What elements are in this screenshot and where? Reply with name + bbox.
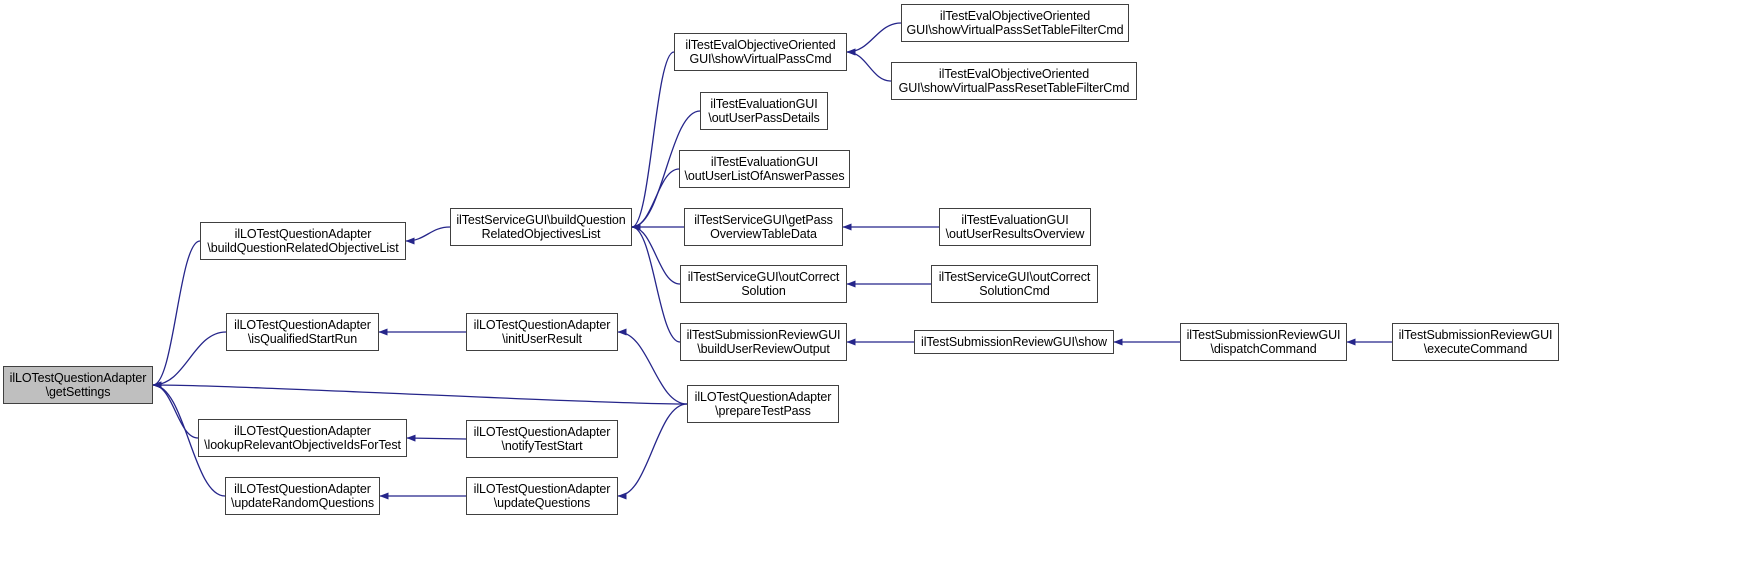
graph-edge-showVirtualPassResetTableFilterCmd-to-showVirtualPassCmd: [846, 48, 892, 82]
graph-edge-buildQuestionRelatedObjectiveList-to-getSettings: [152, 240, 201, 389]
graph-edge-outUserListOfAnswerPasses-to-buildQuestionRelatedObjectivesList: [631, 168, 680, 231]
graph-edge-outCorrectSolution-to-buildQuestionRelatedObjectivesList: [631, 223, 681, 285]
node-label-line2: \updateQuestions: [493, 496, 591, 510]
node-label-line1: ilLOTestQuestionAdapter: [234, 227, 372, 241]
node-label-line1: ilLOTestQuestionAdapter: [234, 482, 371, 496]
graph-node-buildUserReviewOutput[interactable]: ilTestSubmissionReviewGUI\buildUserRevie…: [680, 323, 847, 361]
graph-edge-prepareTestPass-to-getSettings: [152, 381, 688, 405]
node-label-line2: \executeCommand: [1423, 342, 1528, 356]
node-label-line1: ilTestEvalObjectiveOriented: [939, 9, 1091, 23]
node-label-line1: ilTestServiceGUI\outCorrect: [938, 270, 1091, 284]
node-label-line2: \dispatchCommand: [1210, 342, 1317, 356]
node-label-line2: \prepareTestPass: [715, 404, 811, 418]
node-label-line2: \getSettings: [45, 385, 111, 399]
node-label-line1: ilTestServiceGUI\getPass: [694, 213, 833, 227]
graph-edge-buildUserReviewOutput-to-buildQuestionRelatedObjectivesList: [631, 223, 681, 343]
node-label-line1: ilTestServiceGUI\buildQuestion: [456, 213, 626, 227]
node-label-line2: \updateRandomQuestions: [230, 496, 375, 510]
graph-edge-prepareTestPass-to-initUserResult: [617, 328, 688, 405]
node-label-line1: ilTestEvalObjectiveOriented: [685, 38, 836, 52]
node-label-line1: ilTestEvaluationGUI: [961, 213, 1069, 227]
graph-edge-showVirtualPassSetTableFilterCmd-to-showVirtualPassCmd: [846, 22, 902, 56]
graph-node-prepareTestPass[interactable]: ilLOTestQuestionAdapter\prepareTestPass: [687, 385, 839, 423]
node-label-line2: \notifyTestStart: [501, 439, 583, 453]
node-label-line1: ilLOTestQuestionAdapter: [473, 425, 611, 439]
graph-node-lookupRelevantObjectiveIdsForTest[interactable]: ilLOTestQuestionAdapter\lookupRelevantOb…: [198, 419, 407, 457]
graph-node-outUserListOfAnswerPasses[interactable]: ilTestEvaluationGUI\outUserListOfAnswerP…: [679, 150, 850, 188]
graph-node-notifyTestStart[interactable]: ilLOTestQuestionAdapter\notifyTestStart: [466, 420, 618, 458]
graph-node-updateRandomQuestions[interactable]: ilLOTestQuestionAdapter\updateRandomQues…: [225, 477, 380, 515]
node-label-line2: \buildQuestionRelatedObjectiveList: [207, 241, 399, 255]
node-label-line1: ilLOTestQuestionAdapter: [473, 318, 611, 332]
node-label-line1: ilTestServiceGUI\outCorrect: [687, 270, 840, 284]
graph-node-updateQuestions[interactable]: ilLOTestQuestionAdapter\updateQuestions: [466, 477, 618, 515]
node-label-line2: RelatedObjectivesList: [481, 227, 601, 241]
node-label-line2: GUI\showVirtualPassResetTableFilterCmd: [898, 81, 1130, 95]
graph-node-show[interactable]: ilTestSubmissionReviewGUI\show: [914, 330, 1114, 354]
graph-node-outUserPassDetails[interactable]: ilTestEvaluationGUI\outUserPassDetails: [700, 92, 828, 130]
graph-node-getSettings: ilLOTestQuestionAdapter\getSettings: [3, 366, 153, 404]
node-label-line2: \lookupRelevantObjectiveIdsForTest: [204, 438, 401, 452]
node-label-line1: ilTestSubmissionReviewGUI: [686, 328, 841, 342]
graph-node-buildQuestionRelatedObjectiveList[interactable]: ilLOTestQuestionAdapter\buildQuestionRel…: [200, 222, 406, 260]
node-label-line2: \outUserListOfAnswerPasses: [684, 169, 845, 183]
graph-edge-buildQuestionRelatedObjectivesList-to-buildQuestionRelatedObjectiveList: [405, 226, 451, 245]
node-label-line1: ilTestEvaluationGUI: [710, 155, 819, 169]
graph-edge-notifyTestStart-to-lookupRelevantObjectiveIdsForTest: [406, 434, 467, 442]
graph-edge-lookupRelevantObjectiveIdsForTest-to-getSettings: [152, 381, 199, 439]
node-label-line2: \outUserResultsOverview: [945, 227, 1085, 241]
graph-node-isQualifiedStartRun[interactable]: ilLOTestQuestionAdapter\isQualifiedStart…: [226, 313, 379, 351]
node-label-line2: Solution: [741, 284, 786, 298]
node-label-line2: GUI\showVirtualPassCmd: [689, 52, 832, 66]
node-label-line1: ilTestEvaluationGUI: [710, 97, 818, 111]
graph-edge-showVirtualPassCmd-to-buildQuestionRelatedObjectivesList: [631, 51, 675, 231]
node-label-line2: \buildUserReviewOutput: [697, 342, 830, 356]
node-label-line2: SolutionCmd: [979, 284, 1050, 298]
node-label-line2: \isQualifiedStartRun: [247, 332, 358, 346]
node-label-line2: \initUserResult: [502, 332, 582, 346]
node-label-line1: ilTestSubmissionReviewGUI\show: [921, 335, 1107, 349]
node-label-line1: ilLOTestQuestionAdapter: [473, 482, 611, 496]
graph-edge-isQualifiedStartRun-to-getSettings: [152, 331, 227, 389]
graph-node-executeCommand[interactable]: ilTestSubmissionReviewGUI\executeCommand: [1392, 323, 1559, 361]
node-label-line1: ilLOTestQuestionAdapter: [234, 424, 371, 438]
node-label-line2: \outUserPassDetails: [708, 111, 820, 125]
graph-node-initUserResult[interactable]: ilLOTestQuestionAdapter\initUserResult: [466, 313, 618, 351]
graph-edge-prepareTestPass-to-updateQuestions: [617, 403, 688, 500]
node-label-line1: ilTestEvalObjectiveOriented: [938, 67, 1090, 81]
graph-node-dispatchCommand[interactable]: ilTestSubmissionReviewGUI\dispatchComman…: [1180, 323, 1347, 361]
node-label-line1: ilLOTestQuestionAdapter: [9, 371, 147, 385]
graph-node-outUserResultsOverview[interactable]: ilTestEvaluationGUI\outUserResultsOvervi…: [939, 208, 1091, 246]
node-label-line2: GUI\showVirtualPassSetTableFilterCmd: [906, 23, 1124, 37]
node-label-line1: ilLOTestQuestionAdapter: [694, 390, 832, 404]
node-label-line1: ilLOTestQuestionAdapter: [234, 318, 371, 332]
node-label-line1: ilTestSubmissionReviewGUI: [1186, 328, 1341, 342]
node-label-line2: OverviewTableData: [710, 227, 817, 241]
node-label-line1: ilTestSubmissionReviewGUI: [1398, 328, 1553, 342]
